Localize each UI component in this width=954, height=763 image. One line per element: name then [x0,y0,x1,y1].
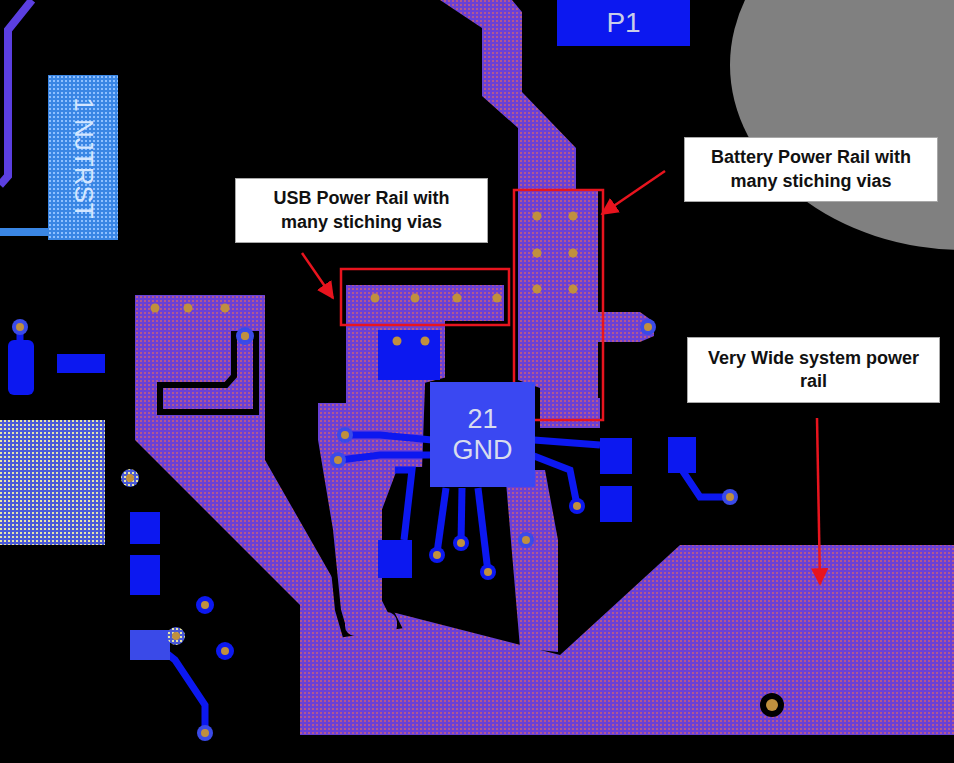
ring-vias [12,319,784,741]
pad-label: P1 [557,0,690,46]
node-text: USB Power Rail with many stiching vias [259,187,464,234]
smd-pad [600,486,632,522]
mounting-hole [730,0,954,250]
copper-pad [345,612,397,636]
smd-pad [130,630,170,660]
component-footprint [0,420,105,545]
smd-pad [378,540,412,578]
callout-box: USB Power Rail with many stiching vias [235,178,488,243]
trace [0,228,48,236]
leader-arrow [302,253,333,298]
copper-pad [598,312,654,342]
copper-pad [160,334,256,412]
copper-pour [505,470,558,652]
callout-box: Very Wide system power rail [687,337,940,403]
smd-pad [600,438,632,474]
signal-traces [20,330,730,733]
node-text: 1 NJTRST [68,97,99,218]
smd-pad [378,330,440,380]
smd-pad [8,340,34,395]
ground-pad: 21 GND [430,382,535,487]
leader-arrow [817,418,820,584]
smd-pad [130,555,160,595]
battery-rail [518,190,598,398]
smd-pad [668,437,696,473]
battery-trace [440,0,576,196]
connector-pad: 1 NJTRST [48,75,118,240]
node-text: P1 [606,7,640,39]
copper-pour [540,398,600,428]
smd-pad [57,354,105,373]
system-power-rail [135,295,954,735]
node-text: Battery Power Rail with many stiching vi… [695,146,927,193]
trace [0,0,32,185]
leader-arrow [602,171,665,214]
smd-pad [130,512,160,544]
node-text: 21 GND [453,404,513,464]
highlight-box [341,269,509,325]
callout-box: Battery Power Rail with many stiching vi… [684,137,938,202]
node-text: Very Wide system power rail [700,347,928,394]
